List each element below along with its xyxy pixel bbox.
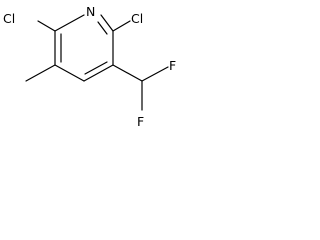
bond-c3-c4-inner bbox=[84, 61, 108, 75]
atom-fluorine-top: F bbox=[169, 58, 176, 73]
bond-c3-chf2 bbox=[112, 64, 143, 82]
bond-c6-cl bbox=[37, 20, 56, 32]
bond-chf2-f-top bbox=[141, 66, 169, 82]
bond-c4-c5 bbox=[54, 64, 85, 82]
atom-cl-right: Cl bbox=[131, 11, 143, 26]
bond-c6-n bbox=[54, 14, 85, 32]
bond-n-c2-inner bbox=[97, 21, 108, 35]
molecule-structure-diagram: Cl N Cl F F bbox=[3, 4, 176, 129]
atom-nitrogen: N bbox=[86, 4, 95, 19]
bond-c3-c4 bbox=[83, 64, 114, 82]
atom-cl-left: Cl bbox=[3, 11, 15, 26]
bond-c5-methyl bbox=[25, 64, 56, 82]
atom-fluorine-bottom: F bbox=[137, 114, 144, 129]
bonds bbox=[25, 14, 169, 111]
bond-n-c2 bbox=[100, 14, 114, 32]
atom-labels: Cl N Cl F F bbox=[3, 4, 176, 129]
bond-c2-cl bbox=[112, 20, 131, 32]
